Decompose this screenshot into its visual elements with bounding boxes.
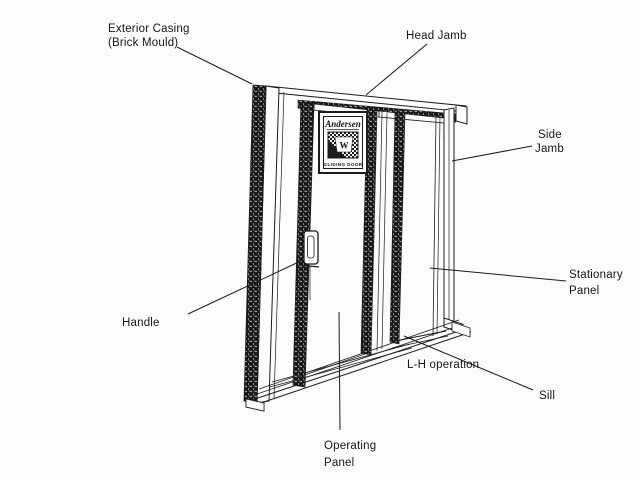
leader-handle xyxy=(187,259,304,315)
sticker-text: Andersen W GLIDING DOOR xyxy=(324,119,363,167)
brand-sticker xyxy=(318,111,368,174)
label-side-jamb-line1: Side xyxy=(538,129,562,141)
leader-operating-panel xyxy=(338,311,341,431)
label-side-jamb-line2: Jamb xyxy=(535,143,564,155)
label-operating-panel-line2: Panel xyxy=(324,457,354,469)
label-stationary-panel-line2: Panel xyxy=(569,285,599,297)
side-jamb xyxy=(443,107,463,334)
leader-sill xyxy=(403,335,534,391)
leader-side-jamb xyxy=(451,145,533,162)
label-exterior-casing-line1: Exterior Casing xyxy=(108,23,190,35)
leader-exterior-casing xyxy=(176,46,253,85)
handle xyxy=(303,200,320,300)
exterior-casing xyxy=(243,84,285,412)
label-exterior-casing-line2: (Brick Mould) xyxy=(108,37,178,49)
label-stationary-panel-line1: Stationary xyxy=(569,269,623,281)
label-sill: Sill xyxy=(539,390,555,402)
sticker-monogram: W xyxy=(340,141,349,151)
callout-labels: Exterior Casing (Brick Mould) Head Jamb … xyxy=(108,23,623,469)
stationary-panel xyxy=(376,110,449,352)
door-unit xyxy=(243,84,472,412)
leader-stationary-panel xyxy=(429,267,567,282)
sticker-product-text: GLIDING DOOR xyxy=(324,162,363,167)
sticker-brand-text: Andersen xyxy=(324,119,361,129)
label-head-jamb: Head Jamb xyxy=(406,30,467,42)
label-lh-operation: L-H operation xyxy=(407,359,479,371)
label-handle: Handle xyxy=(122,317,160,329)
leader-head-jamb xyxy=(365,43,428,96)
leader-lines xyxy=(176,43,567,431)
label-operating-panel-line1: Operating xyxy=(324,440,376,452)
